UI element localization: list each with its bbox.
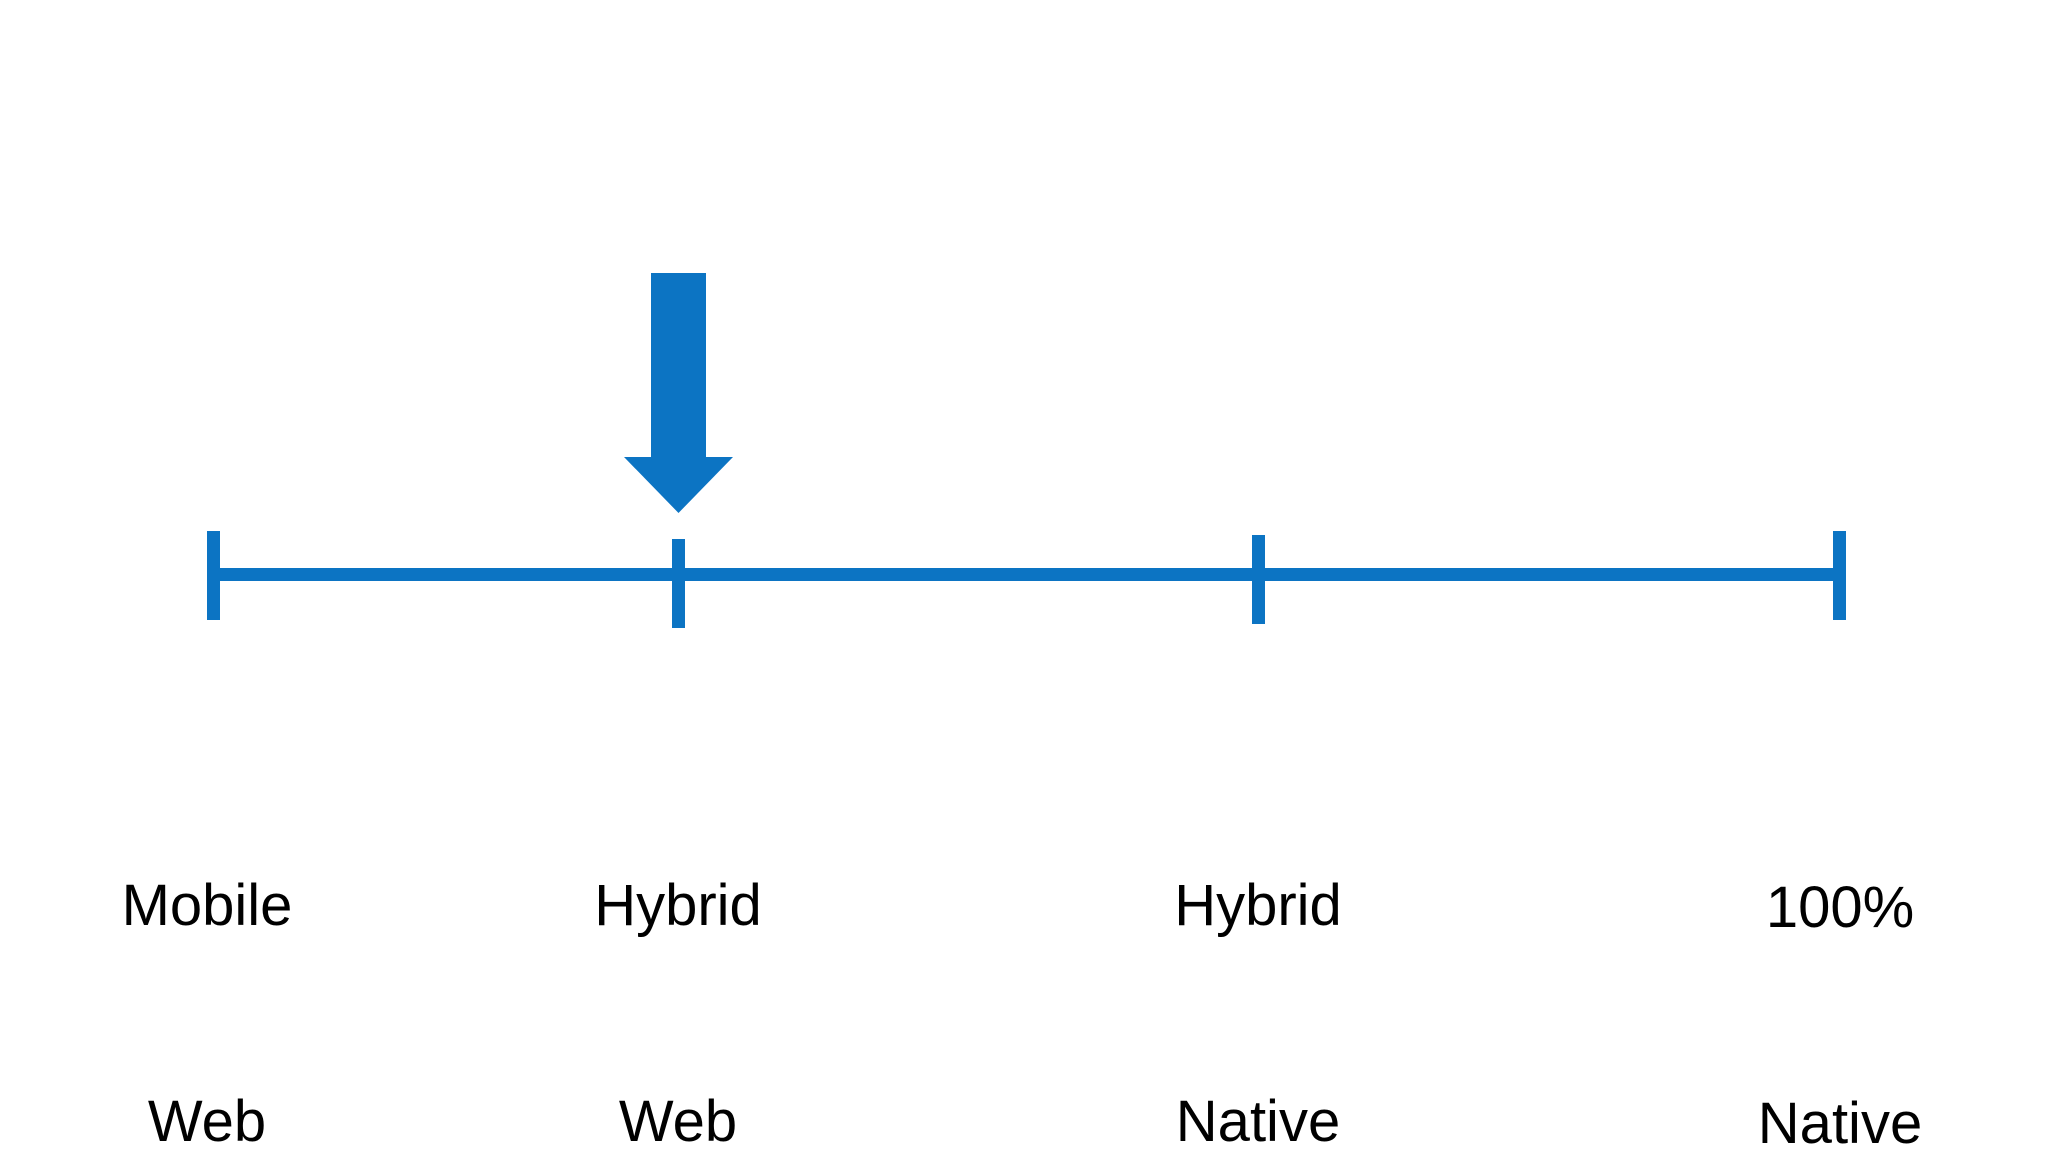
- axis-label-line1: Hybrid: [594, 873, 762, 938]
- axis-label-mobile-web: Mobile Web: [7, 726, 407, 1152]
- tick-mark-100-percent-native: [1833, 531, 1846, 620]
- tick-mark-mobile-web: [207, 531, 220, 620]
- down-arrow-indicator: [624, 273, 733, 513]
- axis-label-line2: Native: [1175, 1089, 1341, 1152]
- axis-label-hybrid-web: Hybrid Web: [478, 726, 878, 1152]
- tick-mark-hybrid-web: [672, 539, 685, 628]
- axis-label-line2: Web: [618, 1089, 738, 1152]
- axis-label-100-percent-native: 100% Native: [1640, 728, 2040, 1152]
- tick-mark-hybrid-native: [1252, 535, 1265, 624]
- axis-label-line1: Hybrid: [1174, 873, 1342, 938]
- axis-label-hybrid-native: Hybrid Native: [1058, 726, 1458, 1152]
- axis-label-line1: 100%: [1765, 875, 1915, 940]
- axis-line: [207, 568, 1846, 581]
- axis-label-line1: Mobile: [121, 873, 293, 938]
- axis-label-line2: Native: [1757, 1091, 1923, 1152]
- axis-label-line2: Web: [147, 1089, 267, 1152]
